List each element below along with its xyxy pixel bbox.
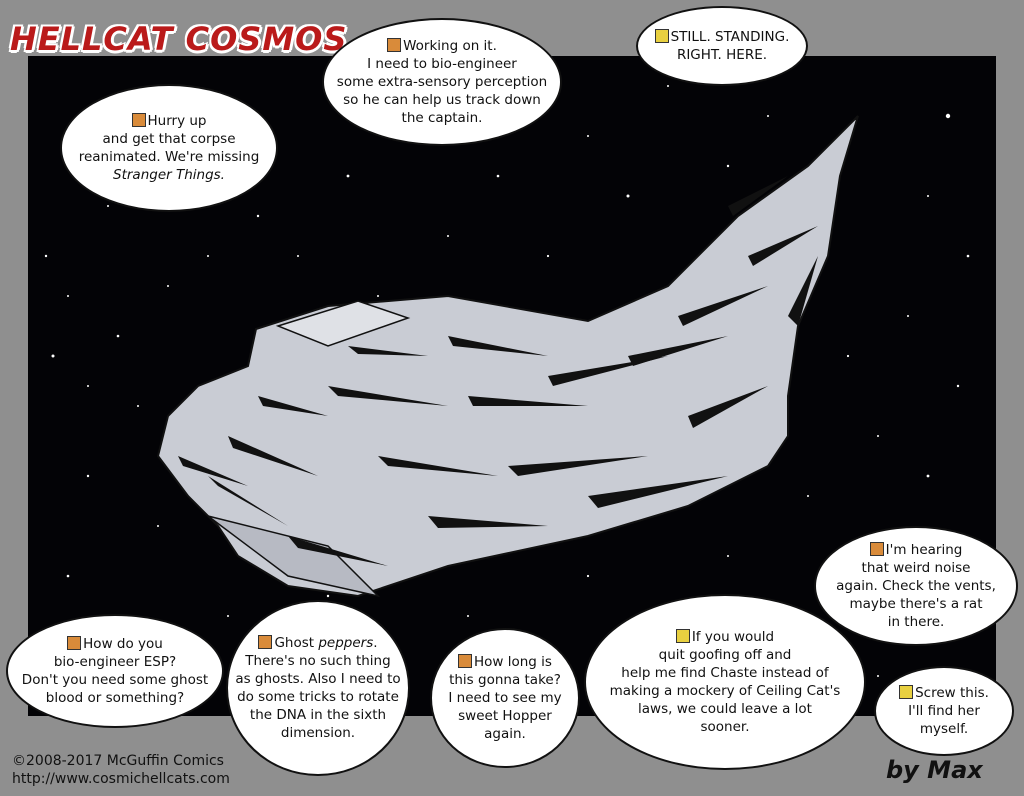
speech-bubble-still-standing: STILL. STANDING. RIGHT. HERE. (636, 6, 808, 86)
space-panel (28, 56, 996, 716)
speaker-face-icon (675, 629, 690, 643)
speaker-face-icon (131, 113, 146, 127)
speaker-face-icon (258, 635, 273, 649)
speaker-face-icon (458, 654, 472, 668)
speech-bubble-ghost-peppers: Ghost peppers. There's no such thing as … (226, 600, 410, 776)
speaker-face-icon (654, 29, 669, 43)
site-url: http://www.cosmichellcats.com (12, 771, 230, 787)
star-field (44, 85, 970, 677)
speech-bubble-screw-this: Screw this. I'll find her myself. (874, 666, 1014, 756)
speaker-face-icon (899, 685, 914, 699)
spaceship (156, 115, 859, 598)
author-byline: by Max (886, 756, 983, 784)
copyright-text: ©2008-2017 McGuffin Comics (12, 753, 224, 769)
speech-bubble-noise: I'm hearing that weird noise again. Chec… (814, 526, 1018, 646)
speech-bubble-goofing: If you would quit goofing off and help m… (584, 594, 866, 770)
speaker-face-icon (869, 542, 884, 556)
speech-bubble-hurry: Hurry up and get that corpse reanimated.… (60, 84, 278, 212)
speech-bubble-how-long: How long is this gonna take? I need to s… (430, 628, 580, 768)
copyright-notice: ©2008-2017 McGuffin Comics http://www.co… (12, 752, 230, 788)
spaceship-illustration (44, 85, 970, 677)
speech-bubble-working: Working on it. I need to bio-engineer so… (322, 18, 562, 146)
speaker-face-icon (67, 636, 82, 650)
speech-bubble-how-do-you: How do you bio-engineer ESP? Don't you n… (6, 614, 224, 728)
speaker-face-icon (387, 38, 402, 52)
comic-title: HELLCAT COSMOS (10, 20, 348, 58)
